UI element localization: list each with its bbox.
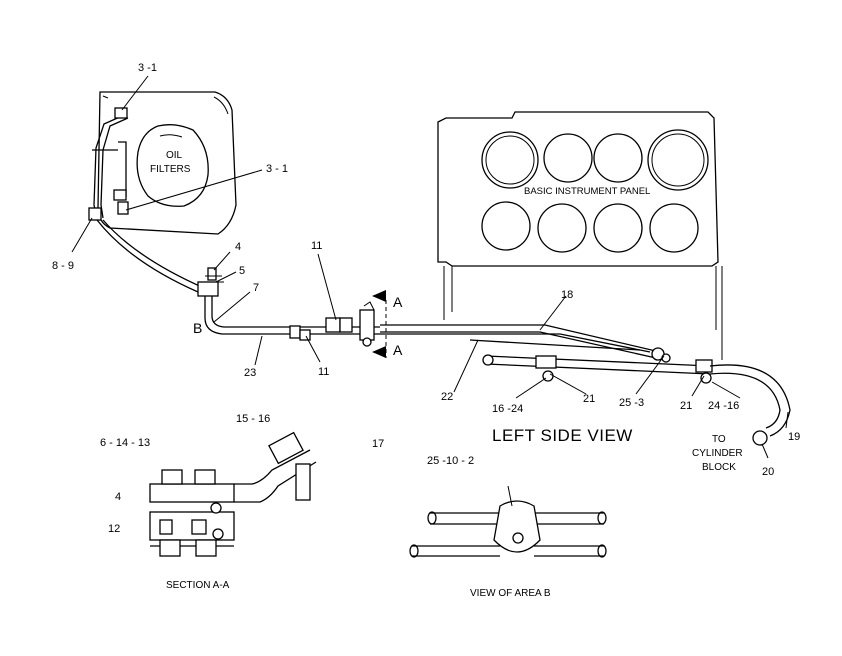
callout-25-10-2: 25 -10 - 2 bbox=[427, 455, 474, 467]
callout-4-bottom: 4 bbox=[115, 491, 121, 503]
section-a-a-title: SECTION A-A bbox=[166, 580, 230, 591]
section-a-a-detail bbox=[149, 431, 317, 557]
section-marker-a-bottom: A bbox=[393, 342, 403, 358]
callout-18: 18 bbox=[561, 289, 573, 301]
clamp-rail bbox=[482, 347, 791, 446]
callout-5: 5 bbox=[239, 265, 245, 277]
callout-6-14-13: 6 - 14 - 13 bbox=[100, 437, 150, 449]
callout-11-top: 11 bbox=[311, 240, 322, 252]
main-oil-lines bbox=[289, 301, 661, 359]
section-marker-a-top: A bbox=[393, 294, 403, 310]
callout-3-1-mid: 3 - 1 bbox=[266, 163, 288, 175]
callout-11-bottom: 11 bbox=[318, 366, 329, 378]
leader-lines bbox=[71, 75, 789, 459]
view-area-b-title: VIEW OF AREA B bbox=[470, 588, 551, 599]
callout-19: 19 bbox=[788, 431, 800, 443]
callout-7: 7 bbox=[253, 282, 259, 294]
instrument-panel-label: BASIC INSTRUMENT PANEL bbox=[524, 186, 650, 197]
callout-20: 20 bbox=[762, 466, 774, 478]
callout-21-left: 21 bbox=[583, 393, 595, 405]
gauge-row-top bbox=[481, 129, 709, 191]
oil-filters-label-line2: FILTERS bbox=[150, 164, 191, 175]
view-area-b-detail bbox=[409, 485, 607, 558]
to-cylinder-block-line1: TO bbox=[712, 434, 726, 445]
callout-24-16: 24 -16 bbox=[708, 400, 739, 412]
to-cylinder-block-line2: CYLINDER bbox=[692, 448, 743, 459]
oil-line-diagonal bbox=[96, 219, 295, 335]
instrument-panel bbox=[437, 111, 723, 360]
callout-16-24: 16 -24 bbox=[492, 403, 523, 415]
callout-8-9: 8 - 9 bbox=[52, 260, 74, 272]
callout-15-16: 15 - 16 bbox=[236, 413, 270, 425]
callout-17: 17 bbox=[372, 438, 384, 450]
section-a-marker bbox=[372, 290, 387, 358]
callout-3-1-top: 3 -1 bbox=[138, 62, 157, 74]
oil-tube-loop bbox=[88, 107, 129, 221]
callout-4-top: 4 bbox=[235, 241, 241, 253]
gauge-row-bottom bbox=[481, 201, 699, 253]
to-cylinder-block-line3: BLOCK bbox=[702, 462, 736, 473]
callout-25-3: 25 -3 bbox=[619, 397, 644, 409]
callout-23: 23 bbox=[244, 367, 256, 379]
callout-22: 22 bbox=[441, 391, 453, 403]
callout-21-right: 21 bbox=[680, 400, 692, 412]
oil-filters-label-line1: OIL bbox=[166, 150, 183, 161]
left-side-view-title: LEFT SIDE VIEW bbox=[492, 426, 633, 445]
callout-b: B bbox=[193, 320, 202, 336]
callout-12: 12 bbox=[108, 523, 120, 535]
